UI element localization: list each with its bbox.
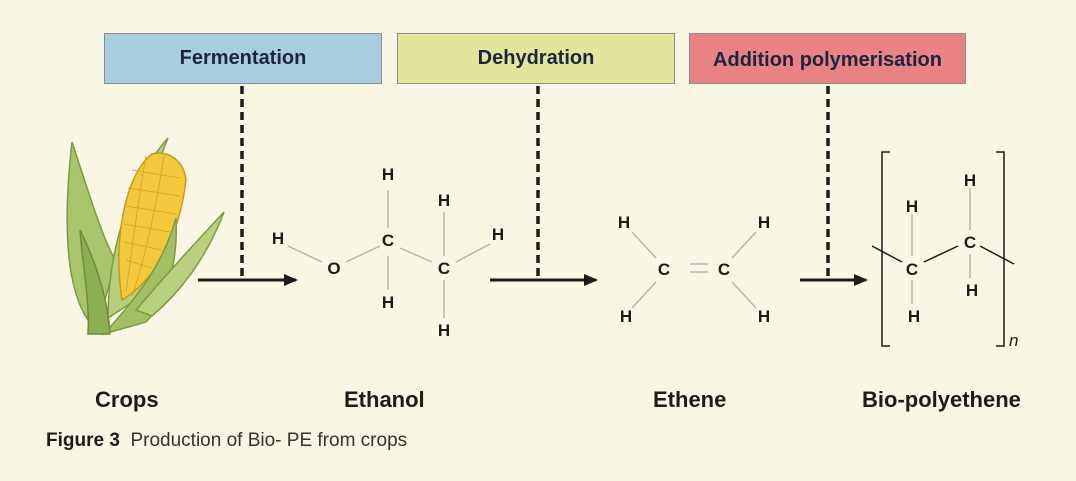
ethene-atom-c2: C xyxy=(718,260,730,279)
ethanol-atom-h4: H xyxy=(438,191,450,210)
ethene-atom-c1: C xyxy=(658,260,670,279)
ethene-molecule xyxy=(631,231,757,309)
figure-caption-text: Production of Bio- PE from crops xyxy=(130,430,408,451)
dehydration-box: Dehydration xyxy=(397,33,675,84)
biope-atom-h3: H xyxy=(964,171,976,190)
corn-cob-icon xyxy=(66,137,225,336)
ethanol-atom-h2: H xyxy=(382,165,394,184)
biope-atom-c1: C xyxy=(906,260,918,279)
ethanol-atom-o: O xyxy=(327,259,340,278)
ethanol-atom-c1: C xyxy=(382,231,394,250)
ethanol-atom-c2: C xyxy=(438,259,450,278)
dehydration-label: Dehydration xyxy=(477,47,595,69)
ethene-atom-h3: H xyxy=(758,213,770,232)
figure-caption: Figure 3 Production of Bio- PE from crop… xyxy=(46,430,407,452)
crops-label: Crops xyxy=(95,387,159,412)
polymerisation-box: Addition polymerisation xyxy=(689,33,966,84)
ethanol-atom-h1: H xyxy=(272,229,284,248)
repeat-subscript-n: n xyxy=(1009,331,1018,350)
biope-atom-h1: H xyxy=(906,197,918,216)
ethene-label: Ethene xyxy=(653,387,727,412)
ethanol-atom-h3: H xyxy=(382,293,394,312)
figure-number: Figure 3 xyxy=(46,430,120,451)
ethanol-atom-h6: H xyxy=(492,225,504,244)
ethene-atom-h2: H xyxy=(620,307,632,326)
biope-atom-h2: H xyxy=(908,307,920,326)
fermentation-box: Fermentation xyxy=(104,33,382,84)
ethanol-atom-h5: H xyxy=(438,321,450,340)
polymerisation-label: Addition polymerisation xyxy=(713,49,942,71)
biope-atom-c2: C xyxy=(964,233,976,252)
ethene-atom-h1: H xyxy=(618,213,630,232)
polyethene-repeat-unit xyxy=(871,151,1015,347)
biope-label: Bio-polyethene xyxy=(862,387,1021,412)
ethene-atom-h4: H xyxy=(758,307,770,326)
fermentation-label: Fermentation xyxy=(179,47,307,69)
ethanol-molecule xyxy=(287,190,491,318)
ethanol-label: Ethanol xyxy=(344,387,425,412)
biope-atom-h4: H xyxy=(966,281,978,300)
